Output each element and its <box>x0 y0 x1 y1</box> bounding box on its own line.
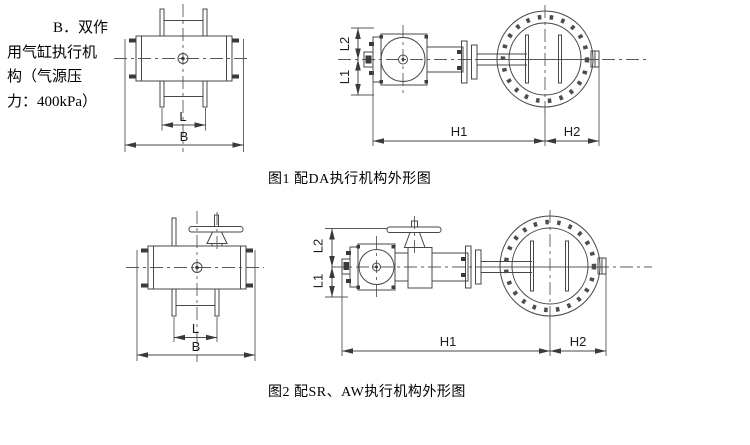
figure2-caption: 图2 配SR、AW执行机构外形图 <box>268 385 466 400</box>
fig2-dim-label-L2: L2 <box>311 239 326 253</box>
figure2-actuator-top-view: L B <box>126 211 264 362</box>
figure1-valve-side-view: L2 L1 <box>337 5 650 146</box>
fig2-dim-label-H2: H2 <box>570 334 587 349</box>
intro-text: B．双作 用气缸执行机 构（气源压 力：400kPa） <box>7 16 119 114</box>
fig2-dim-label-B: B <box>192 339 201 354</box>
intro-line-4: 力：400kPa） <box>7 93 98 110</box>
fig2-dim-label-H1: H1 <box>440 334 457 349</box>
fig2-dim-label-L: L <box>192 321 199 336</box>
fig1-dim-label-H2: H2 <box>564 124 581 139</box>
intro-line-2: 用气缸执行机 <box>7 44 98 61</box>
fig1-dim-label-L1: L1 <box>337 70 352 84</box>
fig1-dim-label-B: B <box>180 129 189 144</box>
figure1-actuator-top-view: L B <box>114 4 250 152</box>
intro-line-1: B．双作 <box>53 20 109 36</box>
figure1-caption: 图1 配DA执行机构外形图 <box>268 172 432 187</box>
fig1-dim-label-L: L <box>179 109 186 124</box>
fig2-dim-label-L1: L1 <box>311 274 326 288</box>
fig1-dim-label-L2: L2 <box>337 37 352 51</box>
figure2-valve-side-view: L2 L1 <box>311 210 652 356</box>
fig1-dim-label-H1: H1 <box>451 124 468 139</box>
intro-line-3: 构（气源压 <box>7 69 83 85</box>
